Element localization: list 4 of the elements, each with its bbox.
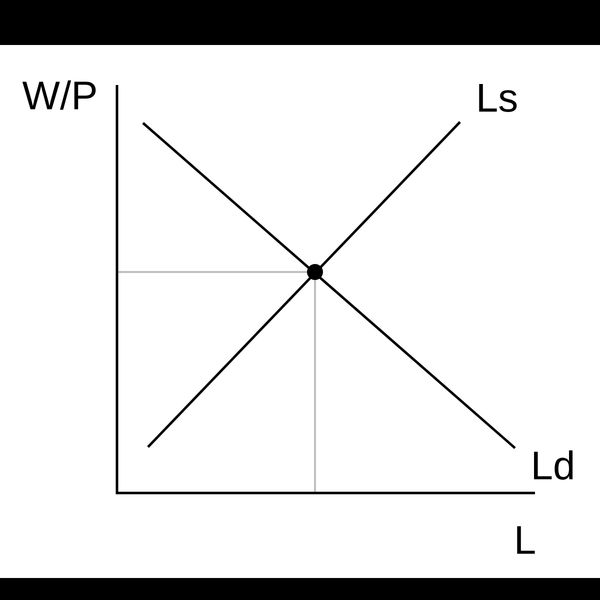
curve-label: Ld: [534, 450, 573, 480]
axis-label: L: [517, 526, 535, 554]
axis-label: W/P: [22, 80, 96, 110]
curve-label: Ls: [479, 84, 517, 112]
